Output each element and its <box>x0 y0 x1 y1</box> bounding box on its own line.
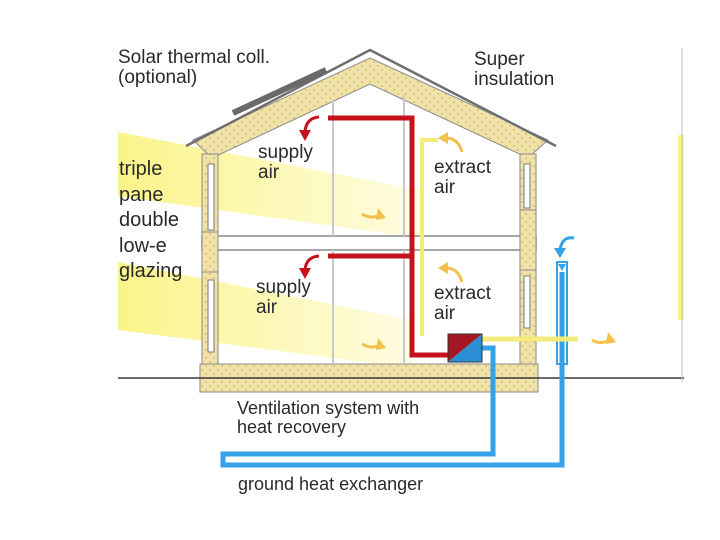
extract-air-arrow-upper-icon <box>445 136 464 153</box>
ventilation-system-label: Ventilation system with heat recovery <box>237 398 420 437</box>
intake-triangle-icon <box>558 264 566 271</box>
floor-edge-right <box>519 209 537 271</box>
sunbeam-right-edge <box>678 135 684 320</box>
right-window-lower <box>523 275 531 329</box>
solar-collector-panel <box>231 67 328 116</box>
ground-heat-exchanger-label: ground heat exchanger <box>238 474 424 494</box>
extract-air-label-lower: extract air <box>434 283 492 324</box>
solar-collector-label: Solar thermal coll. (optional) <box>118 47 271 88</box>
supply-air-arrow-lower-icon <box>303 254 320 271</box>
extract-air-label-upper: extract air <box>434 157 492 198</box>
room-airflow-arrowhead-lower-icon <box>376 338 386 350</box>
left-window-upper <box>207 163 215 231</box>
sunbeam-lower <box>118 262 412 368</box>
right-window-upper <box>523 163 531 209</box>
extract-duct <box>420 138 438 336</box>
exhaust-airflow-arrowhead-icon <box>606 332 616 344</box>
room-airflow-arrowhead-upper-icon <box>376 208 386 220</box>
extract-air-arrow-lower-icon <box>445 266 464 283</box>
intake-arrowhead-icon <box>554 248 566 258</box>
extract-air-arrowhead-upper-icon <box>438 132 448 144</box>
supply-air-arrowhead-upper-icon <box>299 130 311 141</box>
supply-air-arrowhead-lower-icon <box>299 268 311 279</box>
left-window-lower <box>207 279 215 353</box>
sunbeam-upper <box>118 132 420 238</box>
ground-heat-exchanger-duct <box>220 272 565 468</box>
super-insulation-label: Super insulation <box>474 49 555 90</box>
supply-air-label-lower: supply air <box>256 277 311 318</box>
supply-duct <box>328 115 448 358</box>
outdoor-intake-pipe <box>556 261 568 365</box>
roof-line <box>185 48 557 148</box>
intermediate-floor <box>201 235 537 251</box>
floor-edge-left <box>201 231 219 273</box>
supply-air-arrow-upper-icon <box>303 115 320 133</box>
heat-exchanger-frame <box>447 333 483 363</box>
extract-air-arrowhead-lower-icon <box>438 262 448 274</box>
glazing-label: triple pane double low-e glazing <box>119 158 183 283</box>
heat-exchanger-blue <box>448 334 482 362</box>
supply-air-label-upper: supply air <box>258 142 313 183</box>
intake-arrow-icon <box>558 236 575 251</box>
